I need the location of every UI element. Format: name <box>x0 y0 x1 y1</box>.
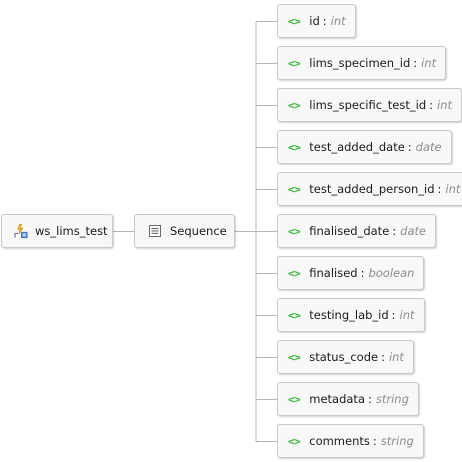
field-name: test_added_person_id <box>309 182 435 196</box>
field-node-lims_specimen_id[interactable]: <> lims_specimen_id:int <box>277 46 447 80</box>
field-type: int <box>399 308 415 322</box>
root-element-label: ws_lims_test <box>35 224 108 238</box>
field-type: string <box>380 434 414 448</box>
field-type: int <box>437 98 452 112</box>
field-type: boolean <box>368 266 415 280</box>
field-separator: : <box>322 14 327 28</box>
element-tag-icon: <> <box>288 182 301 196</box>
field-type: int <box>330 14 346 28</box>
field-name: finalised_date <box>309 224 390 238</box>
element-tag-icon: <> <box>288 14 301 28</box>
field-type: date <box>415 140 442 154</box>
element-tag-icon: <> <box>288 350 301 364</box>
element-icon <box>14 223 28 239</box>
sequence-icon <box>149 225 161 237</box>
field-separator: : <box>437 182 442 196</box>
element-tag-icon: <> <box>288 434 301 448</box>
sequence-node[interactable]: Sequence <box>134 214 235 248</box>
field-name: metadata <box>309 392 365 406</box>
field-separator: : <box>391 308 396 322</box>
field-type: date <box>400 224 427 238</box>
element-tag-icon: <> <box>288 98 301 112</box>
field-separator: : <box>407 140 412 154</box>
field-name: test_added_date <box>309 140 405 154</box>
field-name: finalised <box>309 266 358 280</box>
field-node-id[interactable]: <> id:int <box>277 4 356 38</box>
field-node-test_added_date[interactable]: <> test_added_date:date <box>277 130 452 164</box>
element-tag-icon: <> <box>288 140 301 154</box>
field-separator: : <box>429 98 433 112</box>
field-type: int <box>421 56 437 70</box>
sequence-label: Sequence <box>170 224 227 238</box>
field-separator: : <box>372 434 377 448</box>
field-type: int <box>388 350 404 364</box>
field-node-test_added_person_id[interactable]: <> test_added_person_id:int <box>277 172 462 206</box>
element-tag-icon: <> <box>288 224 301 238</box>
field-node-finalised[interactable]: <> finalised:boolean <box>277 256 425 290</box>
field-node-metadata[interactable]: <> metadata:string <box>277 382 419 416</box>
element-tag-icon: <> <box>288 266 301 280</box>
field-name: lims_specimen_id <box>309 56 411 70</box>
field-name: lims_specific_test_id <box>309 98 427 112</box>
root-element-node[interactable]: ws_lims_test <box>1 214 113 248</box>
field-type: int <box>445 182 461 196</box>
field-name: comments <box>309 434 370 448</box>
field-type: string <box>375 392 409 406</box>
element-tag-icon: <> <box>288 308 301 322</box>
field-separator: : <box>360 266 365 280</box>
field-separator: : <box>392 224 397 238</box>
element-tag-icon: <> <box>288 392 301 406</box>
field-node-finalised_date[interactable]: <> finalised_date:date <box>277 214 437 248</box>
field-separator: : <box>381 350 385 364</box>
field-separator: : <box>413 56 418 70</box>
field-node-testing_lab_id[interactable]: <> testing_lab_id:int <box>277 298 425 332</box>
field-node-lims_specific_test_id[interactable]: <> lims_specific_test_id: int <box>277 88 462 122</box>
field-node-comments[interactable]: <> comments:string <box>277 424 424 458</box>
field-name: testing_lab_id <box>309 308 389 322</box>
element-tag-icon: <> <box>288 56 301 70</box>
field-separator: : <box>368 392 372 406</box>
field-name: status_code <box>309 350 379 364</box>
field-name: id <box>309 14 320 28</box>
field-node-status_code[interactable]: <> status_code:int <box>277 340 414 374</box>
